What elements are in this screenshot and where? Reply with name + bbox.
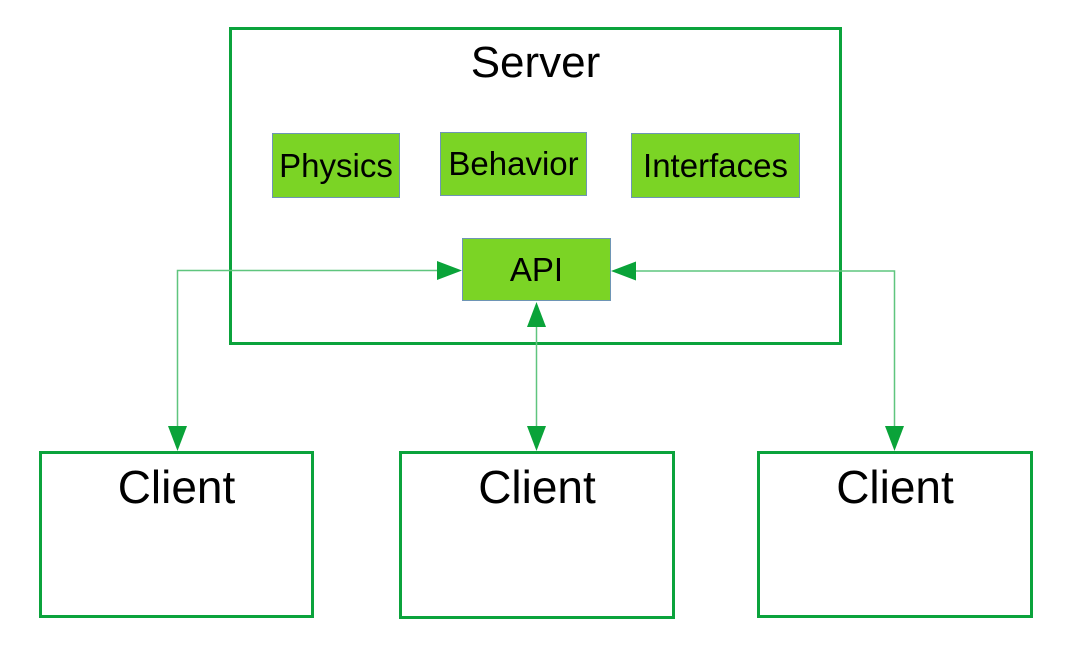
module-physics: Physics bbox=[272, 133, 400, 198]
server-box: Server bbox=[229, 27, 842, 345]
arrowhead-into-client1 bbox=[168, 426, 187, 451]
module-api: API bbox=[462, 238, 611, 301]
client-label: Client bbox=[478, 461, 596, 513]
client-box-3: Client bbox=[757, 451, 1033, 618]
client-label: Client bbox=[117, 461, 236, 513]
arrowhead-into-client3 bbox=[885, 426, 904, 451]
client-box-1: Client bbox=[39, 451, 314, 618]
server-label: Server bbox=[470, 38, 601, 87]
arrowhead-into-client2 bbox=[527, 426, 546, 451]
module-behavior: Behavior bbox=[440, 132, 587, 196]
module-interfaces: Interfaces bbox=[631, 133, 800, 198]
client-label: Client bbox=[836, 461, 954, 513]
client-box-2: Client bbox=[399, 451, 675, 619]
